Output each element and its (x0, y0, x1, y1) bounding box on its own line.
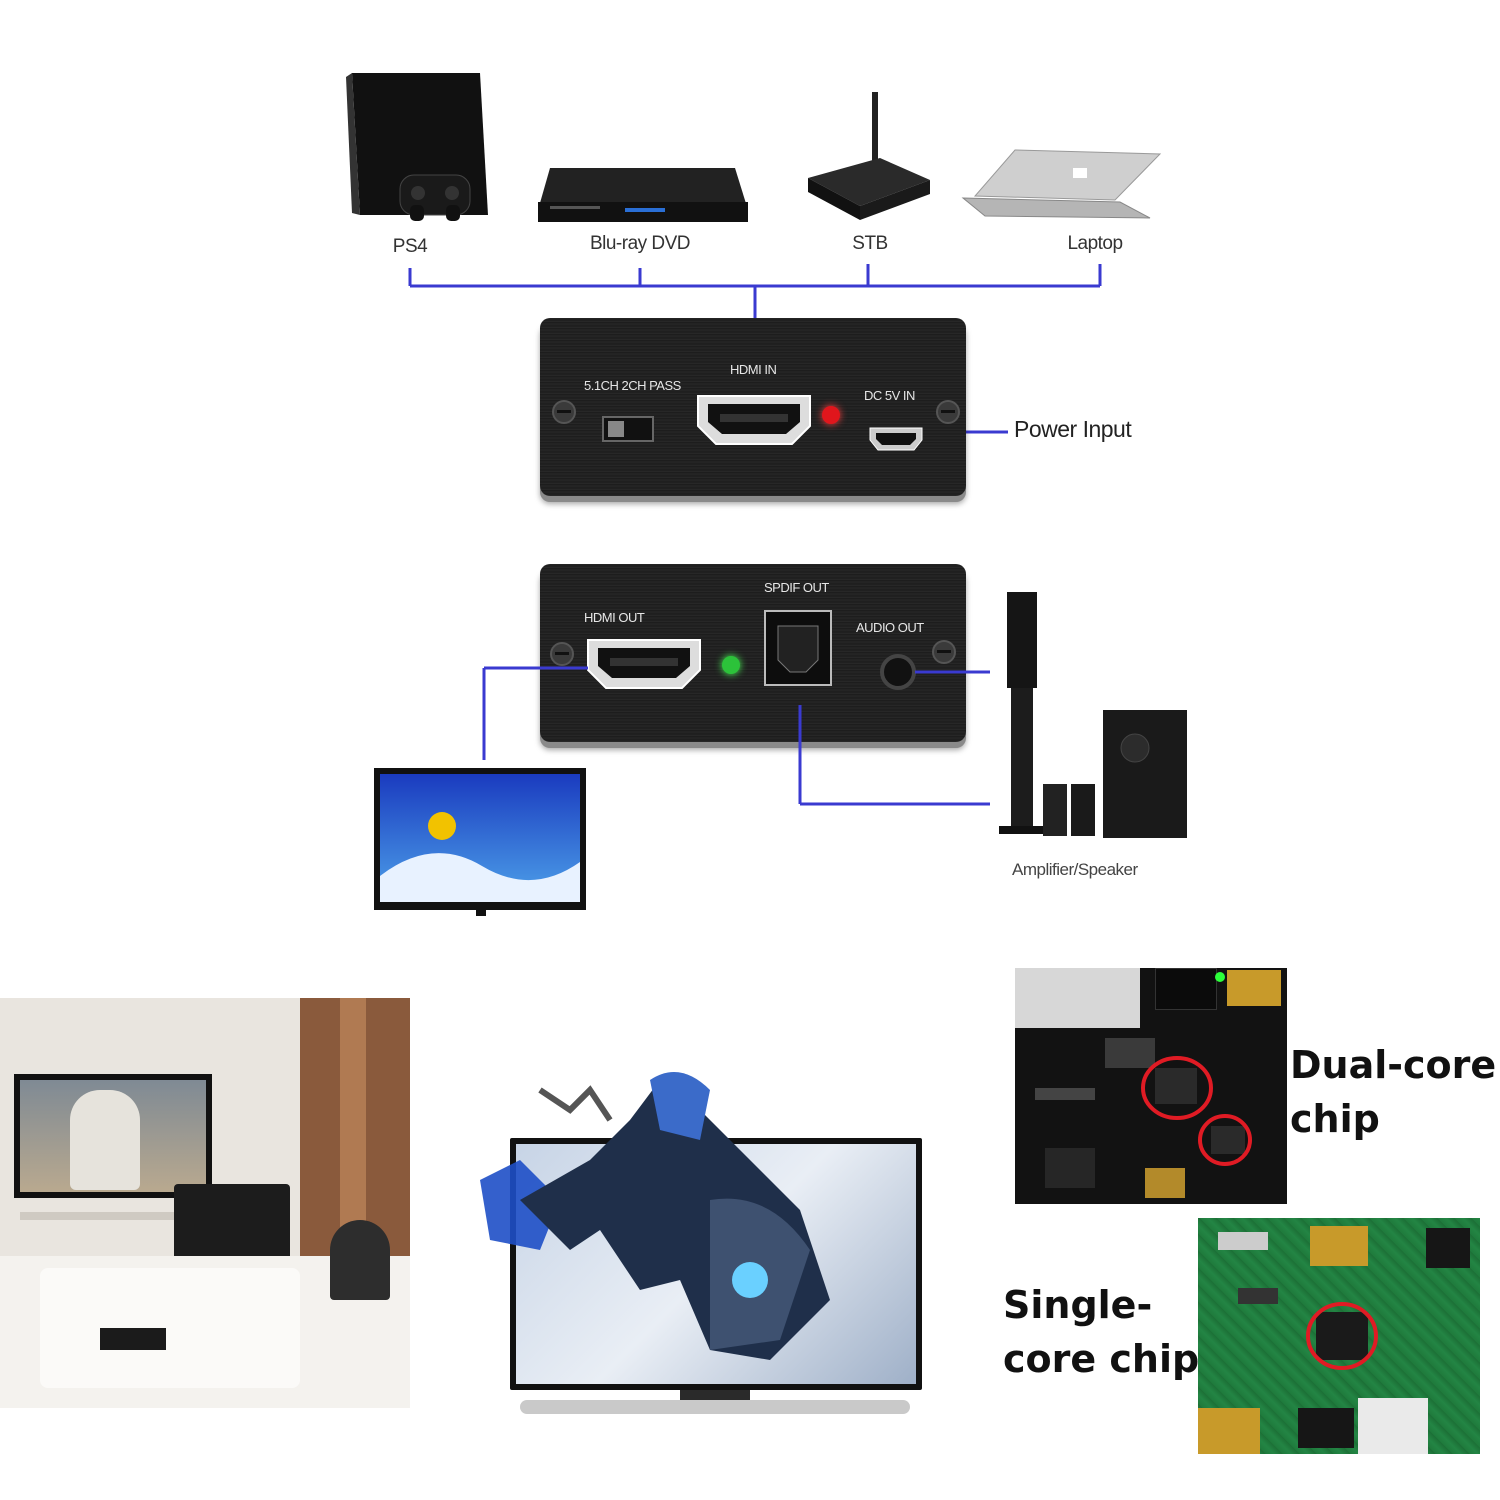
led-green-indicator (722, 656, 740, 674)
gaming-tv-photo (450, 1050, 960, 1440)
source-label-stb: STB (852, 233, 888, 254)
hdmi-out-label: HDMI OUT (584, 610, 645, 625)
power-input-label: Power Input (1014, 416, 1132, 442)
ps4-icon (346, 73, 488, 221)
single-core-pcb-photo (1198, 1218, 1480, 1454)
dual-core-label: Dual-core chip (1290, 1038, 1496, 1146)
dual-core-label-line1: Dual-core (1290, 1043, 1497, 1087)
screw-icon (936, 400, 960, 424)
single-core-label-line1: Single- (1003, 1283, 1153, 1327)
screw-icon (552, 400, 576, 424)
source-label-ps4: PS4 (392, 236, 428, 257)
single-core-label-line2: core chip (1003, 1337, 1200, 1381)
screw-icon (550, 642, 574, 666)
back-panel: HDMI OUT SPDIF OUT AUDIO OUT (540, 564, 966, 742)
source-label-bluray: Blu-ray DVD (589, 233, 691, 254)
single-core-highlight-circle (1306, 1302, 1378, 1370)
laptop-icon (961, 149, 1162, 219)
audio-jack-port[interactable] (880, 654, 916, 690)
source-label-laptop: Laptop (1067, 233, 1123, 254)
speaker-system-icon (999, 592, 1187, 838)
living-room-photo (0, 998, 410, 1408)
front-panel: 5.1CH 2CH PASS HDMI IN DC 5V IN (540, 318, 966, 496)
screw-icon (932, 640, 956, 664)
bluray-player-icon (538, 168, 748, 222)
amplifier-speaker-label: Amplifier/Speaker (1012, 860, 1138, 879)
dc-in-label: DC 5V IN (864, 388, 915, 403)
tv-display-icon (374, 768, 586, 916)
hdmi-out-port[interactable] (584, 636, 704, 692)
passthrough-switch[interactable] (602, 416, 654, 442)
hdmi-in-label: HDMI IN (730, 362, 777, 377)
dual-core-pcb-photo (1015, 968, 1287, 1204)
spdif-out-label: SPDIF OUT (764, 580, 829, 595)
switch-label: 5.1CH 2CH PASS (584, 378, 681, 393)
hdmi-in-port[interactable] (694, 392, 814, 448)
spdif-optical-port[interactable] (762, 608, 834, 688)
audio-out-label: AUDIO OUT (856, 620, 924, 635)
output-connector-lines (482, 666, 990, 806)
dual-core-highlight-circle (1198, 1114, 1252, 1166)
led-red-indicator (822, 406, 840, 424)
dual-core-highlight-circle (1141, 1056, 1213, 1120)
micro-usb-power-port[interactable] (866, 424, 926, 454)
dual-core-label-line2: chip (1290, 1097, 1380, 1141)
stb-icon (808, 92, 930, 220)
single-core-label: Single- core chip (1003, 1278, 1199, 1386)
